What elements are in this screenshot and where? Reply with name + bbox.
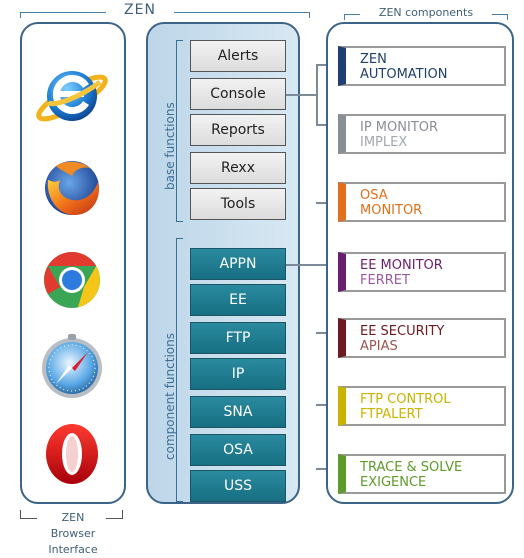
components-header-line-left	[344, 14, 360, 15]
component-zen-automation-line1: ZEN	[360, 52, 387, 67]
function-console: Console	[190, 78, 286, 110]
zen-header-line-left	[20, 12, 106, 13]
safari-icon	[42, 334, 102, 398]
components-header-tick-left	[344, 14, 345, 20]
chrome-icon	[44, 252, 100, 308]
component-ip-monitor: IP MONITOR IMPLEX	[338, 114, 506, 154]
base-functions-label: base functions	[163, 102, 177, 190]
function-appn: APPN	[190, 248, 286, 280]
function-reports: Reports	[190, 114, 286, 146]
browser-caption-bracket-left	[20, 510, 37, 519]
browser-caption-bracket-right	[106, 510, 123, 519]
function-osa: OSA	[190, 434, 286, 466]
function-alerts: Alerts	[190, 40, 286, 72]
components-header-tick-right	[507, 14, 508, 20]
function-tools: Tools	[190, 188, 286, 220]
opera-icon	[46, 424, 98, 484]
function-rexx: Rexx	[190, 152, 286, 184]
component-ee-monitor-line2: FERRET	[360, 273, 410, 288]
component-trace-and-solve: TRACE & SOLVE EXIGENCE	[338, 454, 506, 494]
browser-caption-line2: Browser	[50, 527, 96, 540]
base-functions-bracket	[176, 40, 183, 222]
function-ee: EE	[190, 284, 286, 316]
component-ftp-control-line2: FTPALERT	[360, 407, 423, 422]
component-functions-bracket	[176, 238, 183, 502]
component-ee-monitor-line1: EE MONITOR	[360, 258, 443, 273]
component-ip-monitor-line1: IP MONITOR	[360, 120, 439, 135]
component-ftp-control: FTP CONTROL FTPALERT	[338, 386, 506, 426]
component-ee-security: EE SECURITY APIAS	[338, 318, 506, 358]
connector-console	[286, 94, 316, 96]
component-osa-monitor-line2: MONITOR	[360, 203, 423, 218]
component-ee-monitor: EE MONITOR FERRET	[338, 252, 506, 292]
connector-zen-automation	[316, 64, 318, 126]
zen-header-tick-right	[309, 12, 310, 18]
function-uss: USS	[190, 470, 286, 502]
components-header-label: ZEN components	[378, 6, 474, 19]
function-ftp: FTP	[190, 322, 286, 354]
component-ee-security-line2: APIAS	[360, 339, 398, 354]
zen-header-tick-left	[20, 12, 21, 18]
zen-header-label: ZEN	[124, 2, 156, 18]
component-ip-monitor-line2: IMPLEX	[360, 135, 408, 150]
component-zen-automation: ZEN AUTOMATION	[338, 46, 506, 86]
component-ee-security-line1: EE SECURITY	[360, 324, 445, 339]
function-sna: SNA	[190, 396, 286, 428]
component-zen-automation-line2: AUTOMATION	[360, 67, 448, 82]
component-trace-and-solve-line2: EXIGENCE	[360, 475, 427, 490]
firefox-icon	[45, 161, 100, 216]
component-ftp-control-line1: FTP CONTROL	[360, 392, 451, 407]
browser-caption: ZEN Browser Interface	[28, 510, 118, 558]
component-functions-label: component functions	[163, 333, 177, 460]
component-osa-monitor: OSA MONITOR	[338, 182, 506, 222]
internet-explorer-icon	[36, 71, 108, 122]
function-ip: IP	[190, 358, 286, 390]
components-header-line-right	[492, 14, 508, 15]
browser-caption-line1: ZEN	[61, 511, 85, 524]
connector-appn	[286, 264, 338, 266]
browser-caption-line3: Interface	[48, 543, 98, 556]
component-osa-monitor-line1: OSA	[360, 188, 388, 203]
zen-header-line-right	[174, 12, 310, 13]
component-trace-and-solve-line1: TRACE & SOLVE	[360, 460, 463, 475]
